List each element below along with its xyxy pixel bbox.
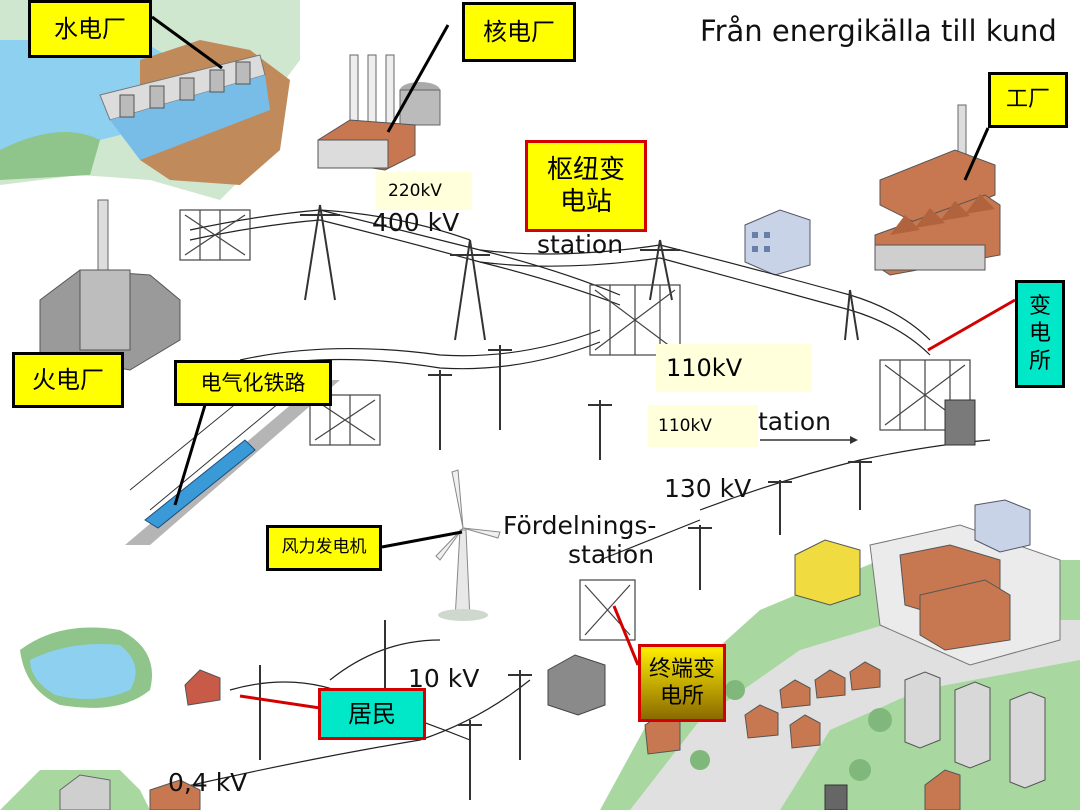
label-wind-turbine: 风力发电机	[266, 525, 382, 571]
label-leader-lines	[151, 15, 1016, 710]
transformer-illustration	[944, 399, 976, 446]
office-building-illustration	[744, 209, 811, 276]
pylons	[259, 204, 872, 800]
scene-text-station-mid: tation	[758, 407, 832, 436]
factory-illustration	[874, 104, 1001, 276]
arrow-icon	[760, 436, 858, 444]
label-factory: 工厂	[988, 72, 1068, 128]
voltage-04kv: 0,4 kV	[168, 768, 248, 797]
label-electrified-railway: 电气化铁路	[174, 360, 332, 406]
thermal-plant-illustration	[39, 199, 181, 371]
voltage-110kv-large: 110kV	[656, 344, 812, 392]
compact-substation-illustration	[547, 654, 606, 716]
diagram-title: Från energikälla till kund	[700, 14, 1057, 48]
substation-yards	[179, 209, 971, 641]
label-hub-substation: 枢纽变电站	[525, 140, 647, 232]
label-hydro-plant: 水电厂	[28, 0, 152, 58]
label-substation: 变电所	[1015, 280, 1065, 388]
scene-text-station-top: station	[537, 230, 624, 259]
city-illustration	[600, 499, 1080, 810]
wind-turbine-illustration	[435, 469, 501, 621]
label-terminal-substation: 终端变电所	[638, 644, 726, 722]
label-thermal-plant: 火电厂	[12, 352, 124, 408]
residential-block-illustration	[0, 770, 201, 810]
voltage-110kv-small: 110kV	[648, 405, 758, 447]
voltage-400kv: 400 kV	[372, 208, 460, 237]
power-lines	[169, 209, 991, 791]
label-residents: 居民	[318, 688, 426, 740]
scene-text-distribution-station: station	[568, 540, 655, 569]
lake-illustration	[20, 627, 152, 708]
railway-illustration	[125, 379, 340, 545]
voltage-130kv: 130 kV	[664, 474, 752, 503]
house-illustration	[184, 669, 221, 706]
voltage-220kv: 220kV	[376, 172, 472, 210]
scene-text-distribution: Fördelnings-	[503, 511, 657, 540]
voltage-10kv: 10 kV	[408, 664, 480, 693]
label-nuclear-plant: 核电厂	[462, 2, 576, 62]
